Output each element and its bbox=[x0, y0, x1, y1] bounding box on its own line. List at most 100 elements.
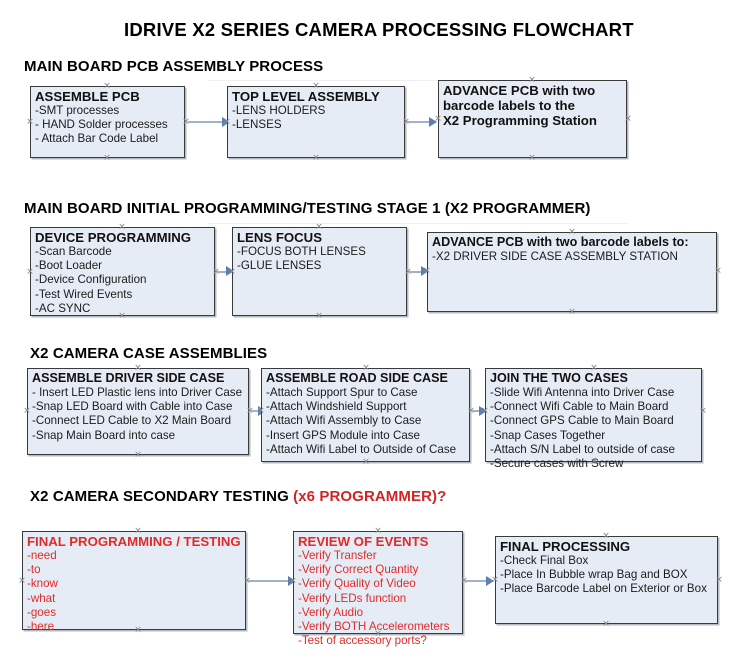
connection-handle-icon[interactable]: ✕ bbox=[528, 74, 536, 85]
connection-handle-icon[interactable]: ✕ bbox=[18, 575, 26, 586]
connection-handle-icon[interactable]: ✕ bbox=[404, 266, 412, 277]
connection-handle-icon[interactable]: ✕ bbox=[362, 362, 370, 373]
connection-handle-icon[interactable]: ✕ bbox=[26, 266, 34, 277]
connector-line bbox=[409, 271, 426, 273]
connector-arrow-icon bbox=[429, 117, 437, 127]
connection-handle-icon[interactable]: ✕ bbox=[212, 266, 220, 277]
node-item: -LENS HOLDERS bbox=[232, 104, 326, 117]
connection-handle-icon[interactable]: ✕ bbox=[134, 362, 142, 373]
section-heading-3: X2 CAMERA CASE ASSEMBLIES bbox=[30, 345, 268, 362]
node-item: -here bbox=[27, 620, 55, 634]
node-item: -Verify BOTH Accelerometers bbox=[298, 620, 450, 634]
node-header: LENS FOCUS bbox=[237, 230, 322, 245]
node-item: -AC SYNC bbox=[35, 301, 91, 315]
connection-handle-icon[interactable]: ✕ bbox=[491, 574, 499, 585]
node-final-processing[interactable]: FINAL PROCESSING -Check Final Box -Place… bbox=[495, 536, 718, 624]
connection-handle-icon[interactable]: ✕ bbox=[315, 221, 323, 232]
node-header: ADVANCE PCB with two bbox=[443, 83, 596, 98]
connection-handle-icon[interactable]: ✕ bbox=[467, 405, 475, 416]
connection-handle-icon[interactable]: ✕ bbox=[315, 310, 323, 321]
connection-handle-icon[interactable]: ✕ bbox=[699, 405, 707, 416]
connection-handle-icon[interactable]: ✕ bbox=[715, 574, 723, 585]
node-item: -know bbox=[27, 577, 58, 591]
node-lens-focus[interactable]: LENS FOCUS -FOCUS BOTH LENSES -GLUE LENS… bbox=[232, 227, 407, 316]
connection-handle-icon[interactable]: ✕ bbox=[602, 530, 610, 541]
connection-handle-icon[interactable]: ✕ bbox=[23, 405, 31, 416]
connection-handle-icon[interactable]: ✕ bbox=[624, 113, 632, 124]
connection-handle-icon[interactable]: ✕ bbox=[257, 405, 265, 416]
connection-handle-icon[interactable]: ✕ bbox=[182, 116, 190, 127]
connection-handle-icon[interactable]: ✕ bbox=[243, 575, 251, 586]
connection-handle-icon[interactable]: ✕ bbox=[228, 266, 236, 277]
section-heading-2: MAIN BOARD INITIAL PROGRAMMING/TESTING S… bbox=[24, 200, 591, 217]
connection-handle-icon[interactable]: ✕ bbox=[223, 116, 231, 127]
node-top-level-assembly[interactable]: TOP LEVEL ASSEMBLY -LENS HOLDERS -LENSES bbox=[227, 86, 405, 158]
connection-handle-icon[interactable]: ✕ bbox=[26, 116, 34, 127]
node-final-programming-testing[interactable]: FINAL PROGRAMMING / TESTING -need -to -k… bbox=[22, 531, 246, 633]
node-header: ADVANCE PCB with two barcode labels to: bbox=[432, 235, 689, 249]
node-item: -SMT processes bbox=[35, 104, 120, 117]
node-item: -Verify Correct Quantity bbox=[298, 563, 419, 577]
node-assemble-driver-side-case[interactable]: ASSEMBLE DRIVER SIDE CASE - Insert LED P… bbox=[27, 368, 249, 455]
node-item: -Connect GPS Cable to Main Board bbox=[490, 414, 674, 428]
node-header: REVIEW OF EVENTS bbox=[298, 534, 429, 549]
connection-handle-icon[interactable]: ✕ bbox=[568, 226, 576, 237]
connection-handle-icon[interactable]: ✕ bbox=[602, 618, 610, 629]
node-header: DEVICE PROGRAMMING bbox=[35, 230, 192, 245]
connection-handle-icon[interactable]: ✕ bbox=[103, 152, 111, 163]
connection-handle-icon[interactable]: ✕ bbox=[374, 628, 382, 639]
node-item: -Place Barcode Label on Exterior or Box bbox=[500, 582, 707, 596]
node-item: -Scan Barcode bbox=[35, 245, 112, 258]
connection-handle-icon[interactable]: ✕ bbox=[434, 113, 442, 124]
connector-line bbox=[188, 121, 226, 123]
node-item: -Attach Support Spur to Case bbox=[266, 386, 418, 399]
node-header-line2: barcode labels to the bbox=[443, 98, 575, 113]
connection-handle-icon[interactable]: ✕ bbox=[289, 575, 297, 586]
node-item: -goes bbox=[27, 605, 57, 619]
connection-handle-icon[interactable]: ✕ bbox=[134, 525, 142, 536]
connection-handle-icon[interactable]: ✕ bbox=[402, 116, 410, 127]
node-advance-pcb-programming-station[interactable]: ADVANCE PCB with two barcode labels to t… bbox=[438, 80, 627, 158]
connection-handle-icon[interactable]: ✕ bbox=[134, 624, 142, 635]
connection-handle-icon[interactable]: ✕ bbox=[103, 80, 111, 91]
node-header: FINAL PROCESSING bbox=[500, 539, 631, 554]
node-item: -Device Configuration bbox=[35, 273, 147, 287]
connection-handle-icon[interactable]: ✕ bbox=[246, 405, 254, 416]
connection-handle-icon[interactable]: ✕ bbox=[460, 575, 468, 586]
connection-handle-icon[interactable]: ✕ bbox=[374, 525, 382, 536]
connection-handle-icon[interactable]: ✕ bbox=[528, 152, 536, 163]
connector-arrow-icon bbox=[288, 576, 296, 586]
connector-line bbox=[248, 580, 292, 582]
connector-line bbox=[465, 580, 490, 582]
connection-handle-icon[interactable]: ✕ bbox=[590, 456, 598, 467]
node-item: -Check Final Box bbox=[500, 554, 589, 567]
connection-handle-icon[interactable]: ✕ bbox=[118, 221, 126, 232]
connection-handle-icon[interactable]: ✕ bbox=[312, 80, 320, 91]
connector-line bbox=[407, 121, 431, 123]
connector-arrow-icon bbox=[222, 117, 230, 127]
connection-handle-icon[interactable]: ✕ bbox=[423, 265, 431, 276]
node-item: - HAND Solder processes bbox=[35, 118, 168, 132]
section-heading-4-text: X2 CAMERA SECONDARY TESTING bbox=[30, 488, 294, 505]
node-advance-pcb-driver-side[interactable]: ADVANCE PCB with two barcode labels to: … bbox=[427, 232, 717, 312]
node-item: -Verify Quality of Video bbox=[298, 577, 416, 591]
node-assemble-pcb[interactable]: ASSEMBLE PCB -SMT processes - HAND Solde… bbox=[30, 86, 185, 158]
node-item: -Verify Transfer bbox=[298, 549, 377, 562]
node-join-the-two-cases[interactable]: JOIN THE TWO CASES -Slide Wifi Antenna i… bbox=[485, 368, 702, 470]
connection-handle-icon[interactable]: ✕ bbox=[312, 152, 320, 163]
connection-handle-icon[interactable]: ✕ bbox=[714, 265, 722, 276]
connection-handle-icon[interactable]: ✕ bbox=[118, 310, 126, 321]
node-assemble-road-side-case[interactable]: ASSEMBLE ROAD SIDE CASE -Attach Support … bbox=[261, 368, 470, 462]
node-item: -GLUE LENSES bbox=[237, 259, 322, 273]
connection-handle-icon[interactable]: ✕ bbox=[134, 449, 142, 460]
node-review-of-events[interactable]: REVIEW OF EVENTS -Verify Transfer -Verif… bbox=[293, 531, 463, 647]
connection-handle-icon[interactable]: ✕ bbox=[362, 456, 370, 467]
node-device-programming[interactable]: DEVICE PROGRAMMING -Scan Barcode -Boot L… bbox=[30, 227, 215, 316]
node-header: ASSEMBLE PCB bbox=[35, 89, 140, 104]
node-item: -Snap LED Board with Cable into Case bbox=[32, 400, 233, 414]
connection-handle-icon[interactable]: ✕ bbox=[568, 306, 576, 317]
connection-handle-icon[interactable]: ✕ bbox=[481, 405, 489, 416]
node-item: -Attach S/N Label to outside of case bbox=[490, 442, 675, 456]
connection-handle-icon[interactable]: ✕ bbox=[590, 362, 598, 373]
